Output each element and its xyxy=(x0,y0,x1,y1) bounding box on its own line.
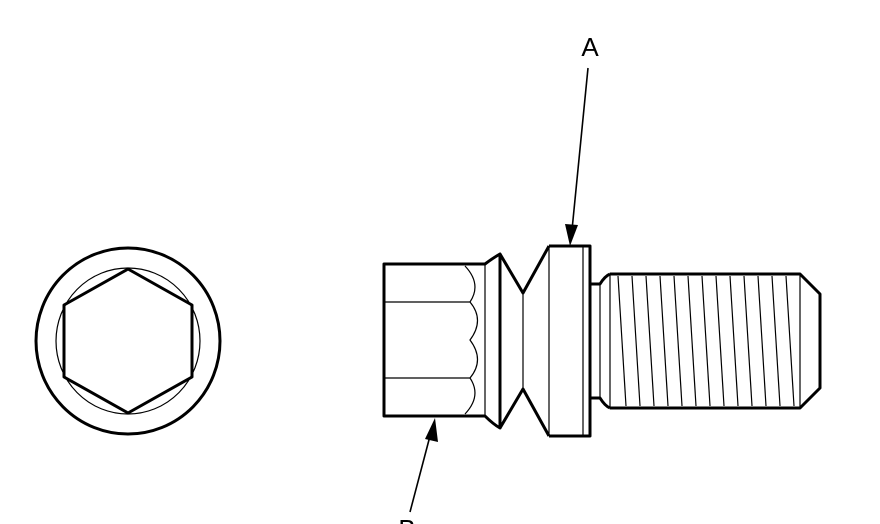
thread-line xyxy=(631,275,641,407)
bolt-neck xyxy=(498,245,551,437)
undercut-outline-top xyxy=(590,272,611,286)
bolt-head xyxy=(382,252,502,430)
thread-line xyxy=(757,275,767,407)
thread-line xyxy=(785,275,795,407)
thread-line xyxy=(701,275,711,407)
end-view-outer-circle xyxy=(34,246,222,436)
end-view-inner-circle xyxy=(55,267,201,415)
callout-a-arrowhead xyxy=(565,224,578,246)
callout-a: A xyxy=(565,32,599,246)
hex-socket xyxy=(62,267,194,415)
thread-line xyxy=(729,275,739,407)
neck-lower-profile xyxy=(498,387,551,437)
thread-line xyxy=(645,275,655,407)
thread-line xyxy=(771,275,781,407)
callout-b-label: B xyxy=(398,514,415,524)
thread-line xyxy=(617,275,627,407)
callout-b: B xyxy=(398,418,438,524)
bolt-undercut xyxy=(590,272,611,410)
neck-upper-profile xyxy=(498,245,551,295)
bolt-head-outline xyxy=(382,252,502,430)
thread-lines xyxy=(617,275,795,407)
thread-line xyxy=(687,275,697,407)
collar-outline xyxy=(549,244,592,438)
thread-outline xyxy=(610,272,822,410)
end-view xyxy=(34,246,222,436)
thread-line xyxy=(659,275,669,407)
thread-line xyxy=(743,275,753,407)
bolt-thread xyxy=(609,272,822,410)
thread-line xyxy=(715,275,725,407)
thread-line xyxy=(673,275,683,407)
undercut-outline-bottom xyxy=(590,396,611,410)
callout-b-leader xyxy=(409,435,431,513)
head-scallops xyxy=(464,265,479,415)
bolt-collar xyxy=(548,244,592,438)
side-view xyxy=(382,244,822,438)
callout-b-arrowhead xyxy=(425,418,438,442)
callout-a-leader xyxy=(571,67,589,231)
callout-a-label: A xyxy=(581,32,599,62)
